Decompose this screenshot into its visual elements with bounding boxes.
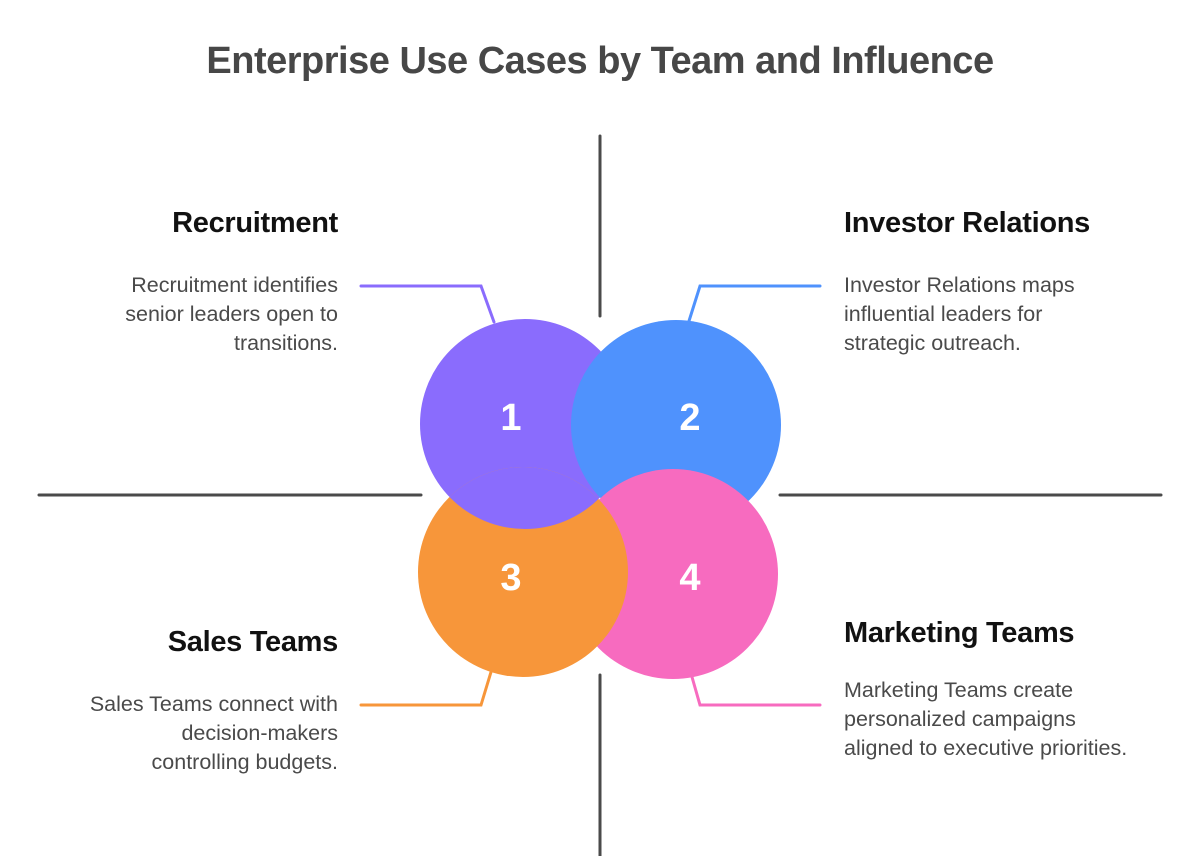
number-4: 4 [679,557,700,599]
heading-marketing-teams: Marketing Teams [844,617,1075,649]
description-recruitment: Recruitment identifies senior leaders op… [125,273,338,355]
number-2: 2 [679,397,700,439]
connector-investor-relations [687,284,822,323]
number-1: 1 [500,397,521,439]
connector-marketing-teams [690,675,822,707]
description-sales-teams: Sales Teams connect with decision-makers… [89,692,338,774]
heading-investor-relations: Investor Relations [844,207,1090,239]
circle-sales-teams [418,467,628,677]
description-marketing-teams: Marketing Teams create personalized camp… [844,678,1128,760]
circle-marketing-teams [568,469,778,679]
circle-recruitment [420,319,630,529]
description-investor-relations: Investor Relations maps influential lead… [844,273,1075,355]
number-3: 3 [500,557,521,599]
diagram-title: Enterprise Use Cases by Team and Influen… [206,40,994,82]
heading-sales-teams: Sales Teams [167,626,339,658]
connector-recruitment [359,284,496,324]
heading-recruitment: Recruitment [172,207,338,239]
connector-sales-teams [359,670,493,707]
circle-investor-relations [571,320,781,530]
